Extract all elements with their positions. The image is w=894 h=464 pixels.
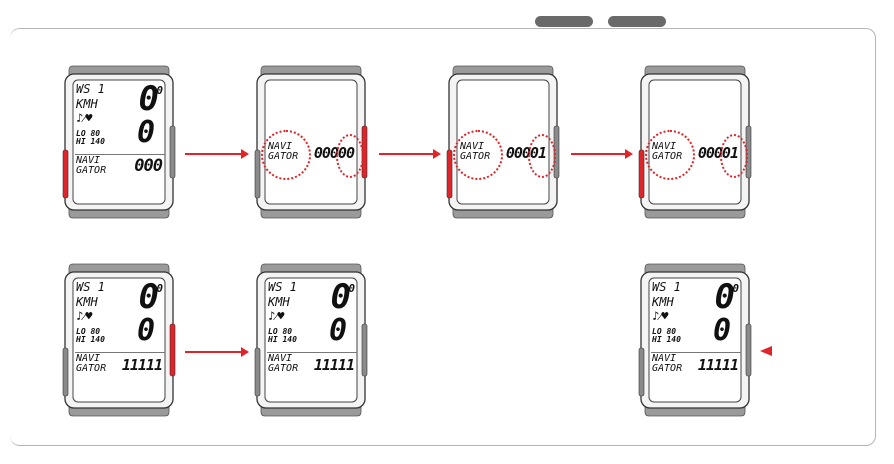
diagram-frame: [10, 28, 876, 446]
highlight-ring-label: [453, 130, 503, 180]
time-superscript: 0: [156, 84, 163, 97]
note-heart-icon: ♪⁄♥: [652, 309, 669, 323]
gator-label: GATOR: [268, 363, 299, 374]
right-side-button: [361, 323, 368, 377]
ws-label: WS 1: [76, 82, 105, 96]
device-body: [638, 263, 752, 417]
time-digit: 0: [714, 277, 735, 317]
device-body: [62, 65, 176, 219]
lo-label: LO 80: [268, 327, 293, 336]
navigator-value: 11111: [313, 356, 355, 374]
header-tab-1: [535, 16, 593, 27]
lo-label: LO 80: [76, 327, 101, 336]
left-side-button: [254, 347, 261, 397]
flow-arrow-3: [571, 149, 633, 159]
right-side-button: [745, 323, 752, 377]
highlight-ring-digit: [720, 134, 748, 178]
navigator-value: 11111: [121, 356, 163, 374]
unit-label: KMH: [652, 295, 674, 309]
flow-arrow-1: [185, 149, 249, 159]
gator-label: GATOR: [76, 363, 107, 374]
lo-label: LO 80: [652, 327, 677, 336]
time-superscript: 0: [732, 282, 739, 295]
right-side-button: [169, 125, 176, 179]
navigator-value: 000: [134, 156, 163, 176]
lcd-divider: [75, 352, 165, 353]
left-side-button: [254, 149, 261, 199]
gator-label: GATOR: [76, 165, 107, 176]
navi-label: NAVI: [76, 353, 101, 364]
highlight-ring-digit: [528, 134, 556, 178]
right-side-button: [169, 323, 176, 377]
highlight-ring-label: [261, 130, 311, 180]
time-superscript: 0: [348, 282, 355, 295]
hi-label: HI 140: [268, 335, 297, 344]
time-digit: 0: [138, 79, 159, 119]
navi-label: NAVI: [76, 155, 101, 166]
ws-label: WS 1: [268, 280, 297, 294]
lo-label: LO 80: [76, 129, 101, 138]
unit-label: KMH: [268, 295, 290, 309]
device-body: [62, 263, 176, 417]
unit-label: KMH: [76, 295, 98, 309]
hi-label: HI 140: [76, 137, 105, 146]
left-side-button: [638, 347, 645, 397]
note-heart-icon: ♪⁄♥: [76, 309, 93, 323]
unit-label: KMH: [76, 97, 98, 111]
flow-arrow-2: [379, 149, 441, 159]
navigator-value: 11111: [697, 356, 739, 374]
left-side-button: [638, 149, 645, 199]
flow-arrow-4: [185, 347, 249, 357]
header-tab-2: [608, 16, 666, 27]
ws-label: WS 1: [652, 280, 681, 294]
navi-label: NAVI: [652, 353, 677, 364]
lcd-divider: [75, 154, 165, 155]
note-heart-icon: ♪⁄♥: [268, 309, 285, 323]
lcd-divider: [267, 352, 357, 353]
time-digit: 0: [138, 277, 159, 317]
speed-digit: 0: [328, 313, 347, 348]
highlight-ring-label: [645, 130, 695, 180]
note-heart-icon: ♪⁄♥: [76, 111, 93, 125]
speed-digit: 0: [712, 313, 731, 348]
speed-digit: 0: [136, 115, 155, 150]
pointer-arrow: [760, 346, 772, 356]
ws-label: WS 1: [76, 280, 105, 294]
hi-label: HI 140: [76, 335, 105, 344]
highlight-ring-digit: [336, 134, 364, 178]
device-body: [254, 263, 368, 417]
lcd-divider: [651, 352, 741, 353]
left-side-button: [446, 149, 453, 199]
left-side-button: [62, 149, 69, 199]
left-side-button: [62, 347, 69, 397]
gator-label: GATOR: [652, 363, 683, 374]
hi-label: HI 140: [652, 335, 681, 344]
time-superscript: 0: [156, 282, 163, 295]
navi-label: NAVI: [268, 353, 293, 364]
speed-digit: 0: [136, 313, 155, 348]
time-digit: 0: [330, 277, 351, 317]
